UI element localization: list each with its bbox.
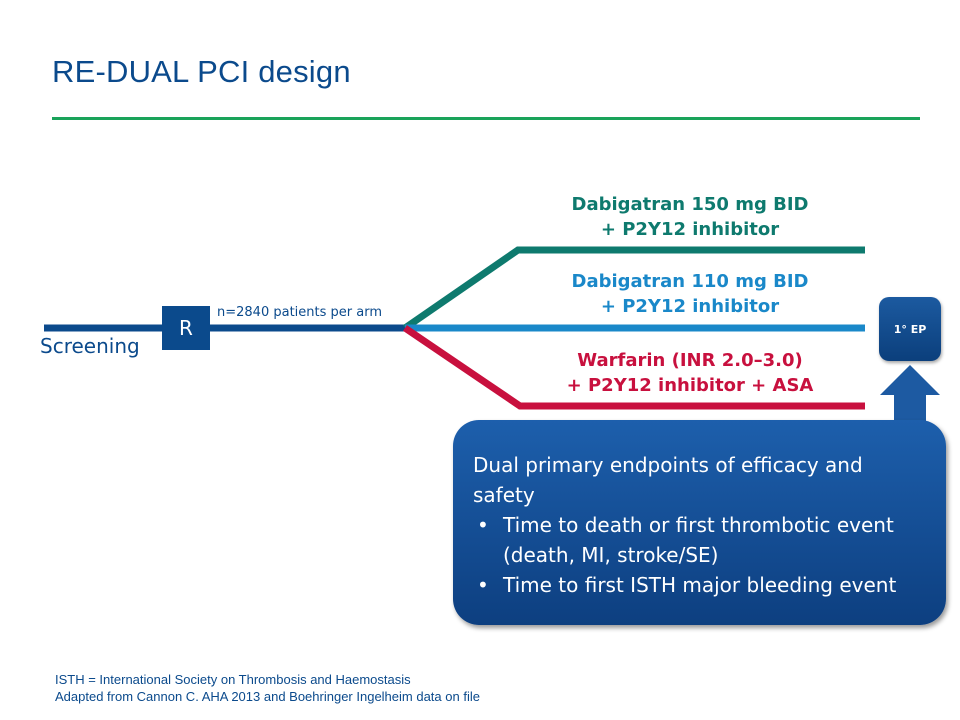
- up-arrow-icon: [880, 365, 940, 425]
- title-divider: [52, 117, 920, 120]
- arm-warfarin: Warfarin (INR 2.0–3.0) + P2Y12 inhibitor…: [520, 348, 860, 398]
- screening-label: Screening: [40, 334, 140, 358]
- endpoints-callout: Dual primary endpoints of efficacy and s…: [453, 420, 946, 625]
- footnotes: ISTH = International Society on Thrombos…: [55, 671, 480, 705]
- primary-endpoint-box: 1° EP: [879, 297, 941, 361]
- arm-addon: + P2Y12 inhibitor: [600, 296, 780, 317]
- callout-heading: Dual primary endpoints of efficacy and s…: [473, 453, 863, 507]
- footnote-abbreviation: ISTH = International Society on Thrombos…: [55, 672, 411, 687]
- endpoint-list: Time to death or first thrombotic event …: [473, 510, 926, 600]
- page-title: RE-DUAL PCI design: [52, 54, 351, 89]
- arm-drug: Warfarin (INR 2.0–3.0): [577, 350, 803, 371]
- randomization-box: R: [162, 306, 210, 350]
- arm-dabigatran-110: Dabigatran 110 mg BID + P2Y12 inhibitor: [520, 269, 860, 319]
- sample-size-label: n=2840 patients per arm: [217, 305, 382, 320]
- arm-line-dabigatran-150: [403, 246, 865, 331]
- arm-drug: Dabigatran 150 mg BID: [571, 194, 809, 215]
- footnote-source: Adapted from Cannon C. AHA 2013 and Boeh…: [55, 689, 480, 704]
- arm-line-warfarin: [403, 325, 865, 410]
- arm-addon: + P2Y12 inhibitor: [600, 219, 780, 240]
- endpoint-item: Time to first ISTH major bleeding event: [473, 570, 926, 600]
- endpoint-item: Time to death or first thrombotic event …: [473, 510, 926, 570]
- arm-drug: Dabigatran 110 mg BID: [571, 271, 809, 292]
- arm-dabigatran-150: Dabigatran 150 mg BID + P2Y12 inhibitor: [520, 192, 860, 242]
- arm-addon: + P2Y12 inhibitor + ASA: [566, 375, 814, 396]
